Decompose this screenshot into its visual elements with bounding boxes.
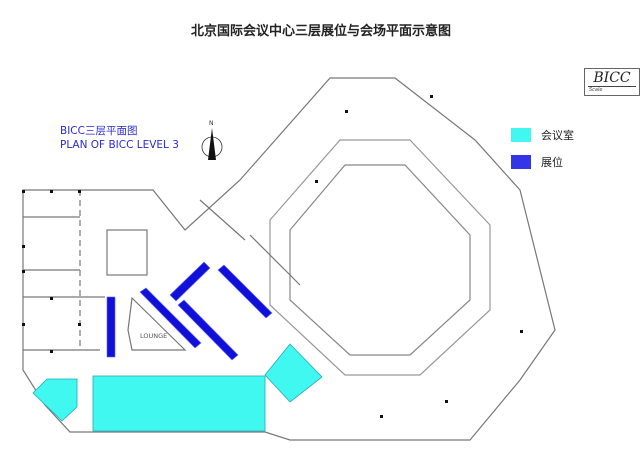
- lounge-room: [127, 296, 187, 351]
- building-outline: [22, 77, 556, 441]
- legend-booth: 展位: [511, 154, 563, 170]
- meeting-room-diamond[interactable]: [264, 343, 323, 403]
- svg-text:N: N: [209, 120, 214, 127]
- bicc-logo: BICC Scale: [584, 68, 640, 96]
- meeting-room-large[interactable]: [92, 375, 266, 432]
- map-title: 北京国际会议中心三层展位与会场平面示意图: [190, 24, 451, 39]
- compass-icon: N: [201, 120, 223, 160]
- structural-columns: [22, 95, 523, 418]
- legend-label: 会议室: [541, 129, 574, 142]
- plan-label-cn: BICC三层平面图: [60, 125, 138, 137]
- booth-column[interactable]: [106, 296, 116, 358]
- booth-strip-3[interactable]: [169, 261, 211, 302]
- legend-meeting-room: 会议室: [511, 127, 574, 143]
- lounge-label: LOUNGE: [140, 332, 167, 340]
- meeting-room-small[interactable]: [32, 378, 78, 422]
- plan-label-en: PLAN OF BICC LEVEL 3: [60, 139, 179, 151]
- booth-strip-4[interactable]: [217, 264, 273, 319]
- legend-swatch-meeting-room: [511, 128, 531, 142]
- arena: [289, 164, 471, 356]
- legend-swatch-booth: [511, 155, 531, 169]
- booth-strip-1[interactable]: [139, 287, 202, 349]
- legend-label: 展位: [541, 156, 563, 169]
- booth-strip-2[interactable]: [177, 299, 239, 361]
